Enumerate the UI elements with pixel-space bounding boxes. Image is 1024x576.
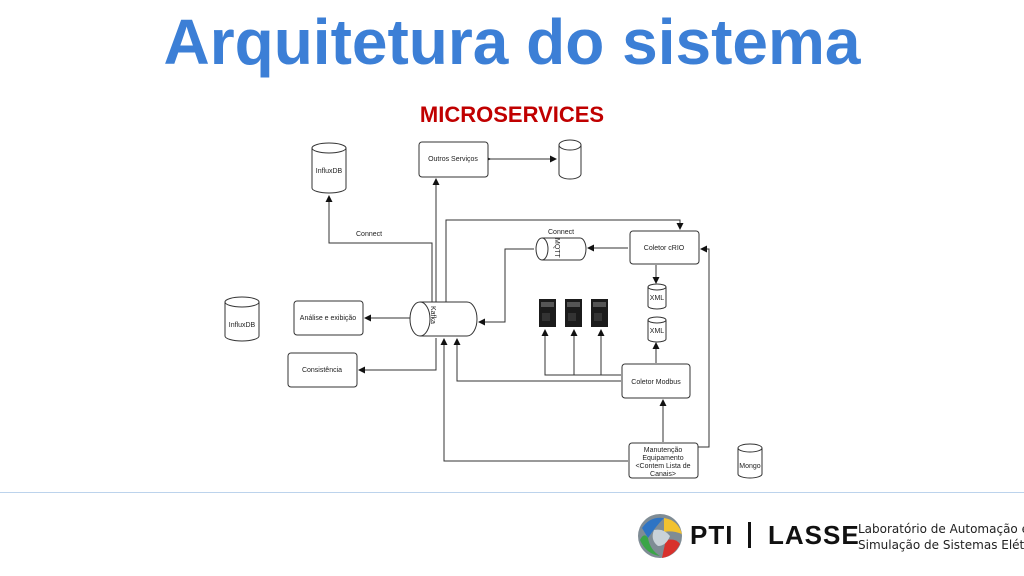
influxdb-left-database: InfluxDB: [224, 296, 260, 342]
coletor-crio-node: Coletor cRIO: [629, 230, 700, 265]
outros-servicos-node: Outros Serviços: [418, 141, 489, 178]
diagram-subtitle: MICROSERVICES: [419, 102, 605, 127]
analise-exibicao-label: Análise e exibição: [300, 315, 357, 322]
edge-modbus-device3: [597, 329, 621, 376]
lasse-name-line-2: Simulação de Sistemas Elétricos: [858, 538, 1024, 552]
mongo-label: Mongo: [739, 463, 761, 470]
lasse-name-line-1: Laboratório de Automação e: [858, 522, 1024, 536]
device-2: [565, 299, 582, 327]
manutencao-equipamento-node: Manutenção Equipamento <Contem Lista de …: [628, 442, 699, 479]
device-1: [539, 299, 556, 327]
consistencia-node: Consistência: [287, 352, 358, 388]
architecture-diagram: Connect Connect InfluxDB Outros Serviços…: [224, 139, 763, 479]
edge-manut-kafka: [440, 338, 628, 462]
edge-modbus-device2: [570, 329, 621, 376]
manutencao-line-4: Canais>: [650, 471, 676, 478]
consistencia-label: Consistência: [302, 367, 342, 374]
connect-label-left: Connect: [356, 231, 382, 238]
edge-modbus-device1: [541, 329, 621, 376]
coletor-modbus-node: Coletor Modbus: [621, 363, 691, 399]
device-3: [591, 299, 608, 327]
footer-logos: PTI LASSE Laboratório de Automação e Sim…: [632, 508, 1024, 568]
manutencao-line-3: <Contem Lista de: [635, 463, 690, 470]
edge-kafka-consistencia: [358, 338, 437, 374]
mongo-database: Mongo: [737, 443, 763, 479]
edge-manut-crio: [698, 245, 710, 448]
influxdb-left-label: InfluxDB: [229, 322, 256, 329]
lasse-logo-text: LASSE: [768, 520, 860, 550]
manutencao-line-2: Equipamento: [642, 455, 683, 462]
influxdb-top-database: InfluxDB: [311, 142, 347, 194]
pti-logo-text: PTI: [690, 520, 734, 550]
outros-servicos-label: Outros Serviços: [428, 156, 478, 163]
page-title: Arquitetura do sistema: [163, 6, 861, 78]
manutencao-line-1: Manutenção: [644, 447, 683, 454]
edge-kafka-crio: [445, 219, 684, 302]
footer-divider: [0, 492, 1024, 493]
logo-separator: [748, 522, 751, 548]
mqtt-queue: MQTT: [535, 237, 587, 261]
coletor-modbus-label: Coletor Modbus: [631, 379, 681, 386]
xml-file-1: XML: [647, 283, 667, 310]
connect-label-top: Connect: [548, 229, 574, 236]
kafka-broker: Kafka: [409, 301, 478, 337]
mqtt-label: MQTT: [553, 238, 560, 259]
coletor-crio-label: Coletor cRIO: [644, 245, 685, 252]
xml-2-label: XML: [650, 328, 665, 335]
xml-1-label: XML: [650, 295, 665, 302]
edge-mqtt-kafka: [478, 248, 534, 326]
pti-globe-icon: [638, 514, 682, 558]
outros-database: [558, 139, 582, 180]
analise-exibicao-node: Análise e exibição: [293, 300, 364, 336]
edge-kafka-influx-top: [325, 195, 433, 302]
edge-modbus-kafka: [453, 338, 621, 382]
kafka-label: Kafka: [429, 306, 436, 324]
influxdb-top-label: InfluxDB: [316, 168, 343, 175]
xml-file-2: XML: [647, 316, 667, 343]
